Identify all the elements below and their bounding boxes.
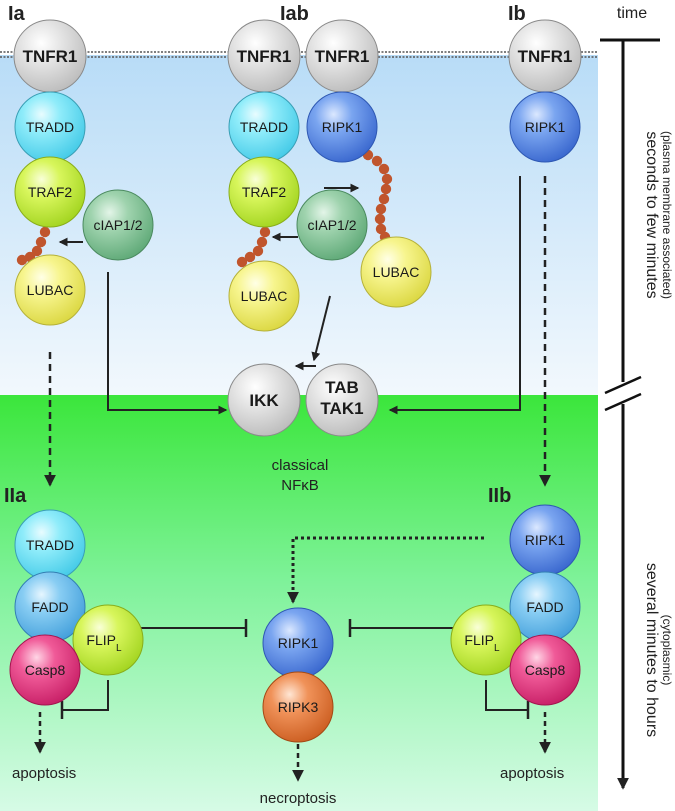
fadd-iib: FADD bbox=[509, 571, 581, 643]
lubac-iab-left: LUBAC bbox=[228, 260, 300, 332]
svg-text:FLIPL: FLIPL bbox=[464, 632, 500, 654]
svg-text:IKK: IKK bbox=[249, 391, 279, 410]
connectors bbox=[34, 176, 551, 782]
time-upper-label: seconds to few minutes bbox=[643, 131, 660, 298]
panel-label-ib: Ib bbox=[508, 3, 526, 25]
apoptosis-label-right: apoptosis bbox=[500, 765, 564, 782]
lubac-iab-right: LUBAC bbox=[360, 236, 432, 308]
classical-nfkb-label-line2: NFκB bbox=[281, 477, 319, 494]
svg-text:RIPK1: RIPK1 bbox=[525, 119, 566, 135]
necrosome: RIPK1 RIPK3 bbox=[262, 607, 334, 743]
complex-ib: TNFR1 RIPK1 bbox=[508, 19, 582, 163]
classical-nfkb-label-line1: classical bbox=[272, 457, 329, 474]
ripk1-iib: RIPK1 bbox=[509, 504, 581, 576]
svg-text:TNFR1: TNFR1 bbox=[237, 47, 292, 66]
svg-text:RIPK1: RIPK1 bbox=[322, 119, 363, 135]
tnfr1-ib: TNFR1 bbox=[508, 19, 582, 93]
fadd-iia: FADD bbox=[14, 571, 86, 643]
svg-text:TNFR1: TNFR1 bbox=[23, 47, 78, 66]
time-upper-sublabel: (plasma membrane associated) bbox=[660, 131, 674, 299]
panel-label-iab: Iab bbox=[280, 3, 309, 25]
time-lower-sublabel: (cytoplasmic) bbox=[660, 615, 674, 686]
svg-text:cIAP1/2: cIAP1/2 bbox=[93, 217, 142, 233]
svg-text:FLIPL: FLIPL bbox=[86, 632, 122, 654]
time-lower-label: several minutes to hours bbox=[643, 563, 660, 737]
tab-tak1-node: TAB TAK1 bbox=[305, 363, 379, 437]
ikk-complex: IKK TAB TAK1 bbox=[227, 363, 379, 437]
svg-text:Casp8: Casp8 bbox=[525, 662, 566, 678]
complex-iia: TRADD FADD FLIPL Casp8 bbox=[9, 509, 144, 706]
panel-label-iib: IIb bbox=[488, 485, 511, 507]
traf2-iab: TRAF2 bbox=[228, 156, 300, 228]
time-axis-title: time bbox=[617, 5, 647, 22]
arrow-ia-to-ikk bbox=[107, 272, 228, 415]
ripk1-necrosome: RIPK1 bbox=[262, 607, 334, 679]
svg-text:TAB: TAB bbox=[325, 378, 359, 397]
svg-text:FADD: FADD bbox=[526, 599, 563, 615]
svg-text:Casp8: Casp8 bbox=[25, 662, 66, 678]
svg-text:FADD: FADD bbox=[31, 599, 68, 615]
inhibition-iia-flip-to-casp8 bbox=[62, 680, 109, 711]
ripk1-iab: RIPK1 bbox=[306, 91, 378, 163]
complex-ia: TNFR1 TRADD TRAF2 cIAP1/2 LUBAC bbox=[13, 19, 154, 326]
panel-label-iia: IIa bbox=[4, 485, 27, 507]
svg-text:LUBAC: LUBAC bbox=[27, 282, 74, 298]
svg-text:TNFR1: TNFR1 bbox=[315, 47, 370, 66]
tradd-iab: TRADD bbox=[228, 91, 300, 163]
svg-text:TRADD: TRADD bbox=[26, 119, 74, 135]
svg-text:TRAF2: TRAF2 bbox=[242, 184, 287, 200]
apoptosis-label-left: apoptosis bbox=[12, 765, 76, 782]
time-axis-break-upper bbox=[604, 375, 642, 395]
necroptosis-label: necroptosis bbox=[260, 790, 337, 807]
svg-text:TRADD: TRADD bbox=[240, 119, 288, 135]
ciap-iab: cIAP1/2 bbox=[296, 189, 368, 261]
tnfr1-ia: TNFR1 bbox=[13, 19, 87, 93]
tnfr1-iab-left: TNFR1 bbox=[227, 19, 301, 93]
inhibition-iib-flip-to-casp8 bbox=[485, 680, 528, 711]
panel-label-ia: Ia bbox=[8, 3, 26, 25]
ciap-ia: cIAP1/2 bbox=[82, 189, 154, 261]
svg-text:LUBAC: LUBAC bbox=[241, 288, 288, 304]
complex-iab: TNFR1 TNFR1 TRADD RIPK1 TRAF2 cIAP1/2 LU… bbox=[227, 19, 432, 332]
arrow-iab-to-ikk bbox=[311, 295, 331, 362]
tradd-ia: TRADD bbox=[14, 91, 86, 163]
svg-text:TRADD: TRADD bbox=[26, 537, 74, 553]
time-axis-break-lower bbox=[604, 392, 642, 412]
ikk-node: IKK bbox=[227, 363, 301, 437]
lubac-ia: LUBAC bbox=[14, 254, 86, 326]
svg-text:TRAF2: TRAF2 bbox=[28, 184, 73, 200]
casp8-iib: Casp8 bbox=[509, 634, 581, 706]
arrow-ib-to-ikk bbox=[388, 176, 521, 415]
flip-iib: FLIPL bbox=[450, 604, 522, 676]
svg-text:cIAP1/2: cIAP1/2 bbox=[307, 217, 356, 233]
traf2-ia: TRAF2 bbox=[14, 156, 86, 228]
flip-iia: FLIPL bbox=[72, 604, 144, 676]
svg-text:RIPK3: RIPK3 bbox=[278, 699, 319, 715]
tradd-iia: TRADD bbox=[14, 509, 86, 581]
ripk3-necrosome: RIPK3 bbox=[262, 671, 334, 743]
complex-iib: RIPK1 FADD FLIPL Casp8 bbox=[450, 504, 581, 706]
casp8-iia: Casp8 bbox=[9, 634, 81, 706]
time-axis: time seconds to few minutes (plasma memb… bbox=[600, 5, 674, 790]
svg-text:RIPK1: RIPK1 bbox=[525, 532, 566, 548]
svg-text:TAK1: TAK1 bbox=[320, 399, 363, 418]
svg-text:TNFR1: TNFR1 bbox=[518, 47, 573, 66]
ripk1-ib: RIPK1 bbox=[509, 91, 581, 163]
svg-text:LUBAC: LUBAC bbox=[373, 264, 420, 280]
svg-text:RIPK1: RIPK1 bbox=[278, 635, 319, 651]
tnfr1-iab-right: TNFR1 bbox=[305, 19, 379, 93]
